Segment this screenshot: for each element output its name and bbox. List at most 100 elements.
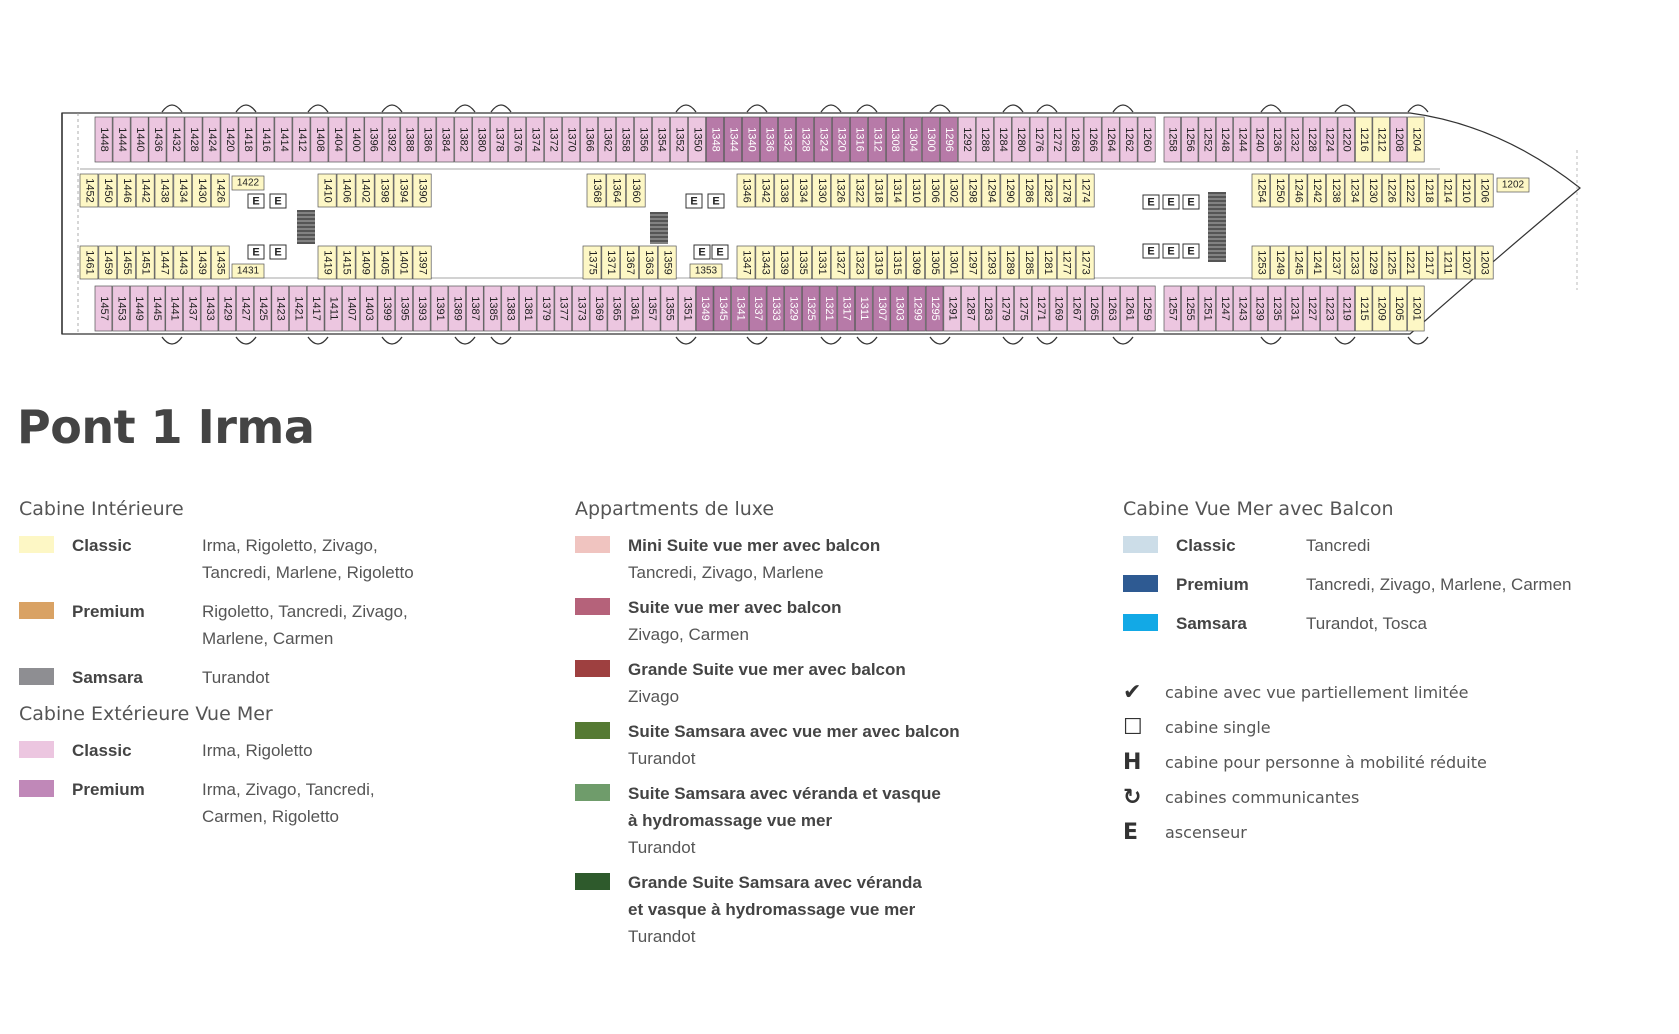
outer-bottom-cabin-number: 1441 bbox=[169, 296, 181, 320]
outer-top-cabin-number: 1378 bbox=[494, 127, 506, 151]
outer-top-cabin-number: 1412 bbox=[296, 127, 308, 151]
color-swatch bbox=[575, 873, 610, 890]
inner-top-cabin-number: 1274 bbox=[1080, 178, 1092, 202]
outer-bottom-cabin bbox=[855, 285, 873, 332]
color-swatch bbox=[575, 536, 610, 553]
inner-top-cabin-number: 1346 bbox=[740, 178, 752, 202]
category-name: Premium bbox=[72, 780, 145, 799]
inner-top-cabin bbox=[1400, 173, 1420, 208]
outer-top-cabin-number: 1370 bbox=[566, 127, 578, 151]
inner-top-cabin-number: 1326 bbox=[835, 178, 847, 202]
category-name: Mini Suite vue mer avec balcon bbox=[628, 536, 881, 555]
inner-bottom-cabin bbox=[1251, 245, 1271, 280]
outer-bottom-cabin-number: 1287 bbox=[964, 296, 976, 320]
outer-bottom-cabin-number: 1325 bbox=[805, 296, 817, 320]
inner-bottom-cabin bbox=[830, 245, 850, 280]
inner-top-cabin-number: 1310 bbox=[910, 178, 922, 202]
outer-bottom-cabin bbox=[412, 285, 431, 332]
inner-bottom-cabin bbox=[620, 245, 639, 280]
outer-top-cabin bbox=[1101, 116, 1120, 163]
outer-top-cabin-number: 1224 bbox=[1323, 127, 1335, 151]
outer-bottom-cabin-number: 1307 bbox=[876, 296, 888, 320]
inner-bottom-cabin-number: 1375 bbox=[586, 250, 598, 274]
legend-row-balcony-samsara: Samsara Turandot, Tosca bbox=[1123, 610, 1663, 637]
outer-top-cabin-number: 1384 bbox=[440, 127, 452, 151]
outer-top-cabin-number: 1276 bbox=[1033, 127, 1045, 151]
elevator-box bbox=[1142, 194, 1160, 210]
inner-top-cabin-number: 1334 bbox=[797, 178, 809, 202]
inner-top-cabin bbox=[1419, 173, 1438, 208]
outer-bottom-cabin-number: 1357 bbox=[646, 296, 658, 320]
outer-top-cabin-number: 1386 bbox=[422, 127, 434, 151]
outer-top-cabin-number: 1204 bbox=[1410, 127, 1422, 151]
connecting-arrow-icon bbox=[1036, 336, 1058, 345]
inner-bottom-cabin bbox=[79, 245, 99, 280]
ship-list: Turandot bbox=[628, 749, 696, 768]
outer-bottom-cabin bbox=[183, 285, 201, 332]
outer-bottom-cabin bbox=[200, 285, 219, 332]
outer-top-cabin-number: 1448 bbox=[98, 127, 110, 151]
outer-bottom-cabin bbox=[872, 285, 891, 332]
inner-top-cabin-number: 1394 bbox=[398, 178, 410, 202]
outer-top-cabin bbox=[202, 116, 221, 163]
connecting-arrow-icon bbox=[161, 104, 183, 113]
category-name: Samsara bbox=[1176, 614, 1247, 633]
inner-top-cabin bbox=[943, 173, 963, 208]
inner-bottom-cabin bbox=[1270, 245, 1289, 280]
inner-bottom-cabin bbox=[98, 245, 118, 280]
inner-top-cabin bbox=[1288, 173, 1308, 208]
outer-top-cabin-number: 1352 bbox=[673, 127, 685, 151]
inner-bottom-cabin bbox=[210, 245, 230, 280]
outer-top-cabin bbox=[508, 116, 527, 163]
outer-bottom-cabin-number: 1235 bbox=[1271, 296, 1283, 320]
outer-bottom-cabin-number: 1387 bbox=[469, 296, 481, 320]
outer-top-cabin bbox=[328, 116, 347, 163]
elevator-box bbox=[1142, 243, 1160, 259]
connecting-arrow-icon bbox=[746, 104, 768, 113]
inner-top-cabin-number: 1452 bbox=[83, 178, 95, 202]
outer-top-cabin bbox=[616, 116, 635, 163]
inner-bottom-cabin-number: 1323 bbox=[854, 250, 866, 274]
outer-bottom-cabin-number: 1425 bbox=[257, 296, 269, 320]
outer-top-cabin-number: 1212 bbox=[1376, 127, 1388, 151]
inner-bottom-cabin-number: 1327 bbox=[835, 250, 847, 274]
outer-bottom-cabin bbox=[1137, 285, 1156, 332]
inner-top-cabin bbox=[1000, 173, 1020, 208]
outer-top-cabin-number: 1380 bbox=[476, 127, 488, 151]
inner-bottom-cabin bbox=[774, 245, 794, 280]
outer-top-cabin bbox=[148, 116, 167, 163]
outer-bottom-cabin bbox=[1102, 285, 1121, 332]
inner-top-cabin bbox=[606, 173, 626, 208]
connecting-icon: ↻ bbox=[1123, 785, 1142, 810]
outer-bottom-cabin-number: 1255 bbox=[1184, 296, 1196, 320]
outer-top-cabin-number: 1272 bbox=[1051, 127, 1063, 151]
elevator-box bbox=[1182, 243, 1200, 259]
ship-list: Irma, Rigoletto, Zivago,Tancredi, Marlen… bbox=[202, 532, 414, 586]
outer-top-cabin bbox=[130, 116, 149, 163]
outer-top-cabin-number: 1266 bbox=[1087, 127, 1099, 151]
inner-bottom-cabin-number: 1225 bbox=[1386, 250, 1398, 274]
outer-top-cabin-number: 1240 bbox=[1254, 127, 1266, 151]
outer-bottom-cabin-number: 1257 bbox=[1167, 296, 1179, 320]
outer-top-cabin bbox=[562, 116, 581, 163]
inner-bottom-cabin bbox=[793, 245, 812, 280]
outer-top-cabin bbox=[526, 116, 545, 163]
inner-bottom-cabin-number: 1315 bbox=[891, 250, 903, 274]
inner-bottom-cabin-number: 1221 bbox=[1404, 250, 1416, 274]
inner-bottom-cabin bbox=[1475, 245, 1494, 280]
outer-bottom-cabin-number: 1219 bbox=[1341, 296, 1353, 320]
color-swatch bbox=[575, 598, 610, 615]
single-cabin-icon: ☐ bbox=[1123, 715, 1143, 740]
inner-bottom-cabin bbox=[154, 245, 174, 280]
outer-top-cabin-number: 1332 bbox=[781, 127, 793, 151]
outer-top-cabin-number: 1444 bbox=[116, 127, 128, 151]
inner-top-cabin bbox=[1326, 173, 1345, 208]
outer-bottom-cabin-number: 1333 bbox=[770, 296, 782, 320]
color-swatch bbox=[1123, 614, 1158, 631]
connecting-arrow-icon bbox=[856, 104, 878, 113]
connecting-arrow-icon bbox=[161, 336, 183, 345]
inner-top-cabin-number: 1286 bbox=[1023, 178, 1035, 202]
